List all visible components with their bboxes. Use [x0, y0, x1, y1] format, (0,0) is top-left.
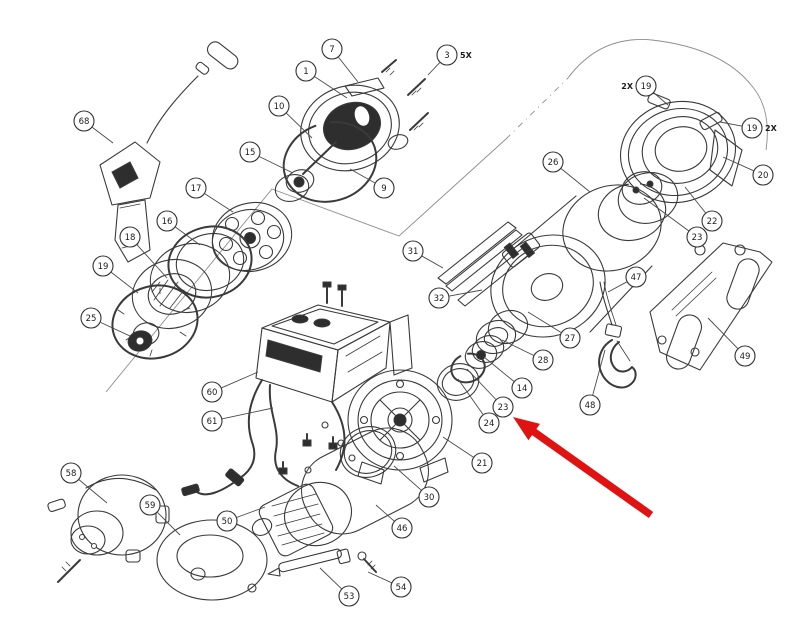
callout-label: 23 [692, 233, 703, 243]
callout-32: 32 [428, 287, 483, 309]
callout-label: 27 [565, 334, 576, 344]
control-pack [255, 281, 413, 403]
callout-22: 22 [684, 186, 723, 232]
callout-label: 50 [222, 517, 233, 527]
callout-49: 49 [707, 317, 756, 367]
callout-59: 59 [139, 494, 181, 536]
callout-20: 20 [722, 156, 774, 186]
callout-54: 54 [367, 571, 412, 598]
motor [251, 426, 429, 557]
callout-7: 7 [321, 38, 359, 83]
callout-quantity: 5X [460, 51, 473, 60]
wiring-harness [181, 379, 356, 497]
roller-fairlead [649, 242, 773, 371]
callout-14: 14 [483, 356, 533, 399]
callout-label: 48 [585, 401, 596, 411]
winch-drum [490, 184, 662, 338]
callout-label: 19 [98, 262, 109, 272]
callout-47: 47 [607, 266, 647, 293]
callout-50: 50 [216, 506, 266, 532]
callout-21: 21 [442, 436, 493, 474]
callout-label: 10 [274, 102, 285, 112]
callout-label: 26 [548, 158, 559, 168]
clutch-housing-assembly [597, 92, 743, 241]
callout-label: 60 [207, 388, 218, 398]
callout-layer: 7 1 3 5X 10 15 9 68 17 16 18 19 25 19 2X 19 2X 20 22 23 26 31… [60, 38, 778, 607]
red-arrow [513, 417, 654, 519]
coiled-cable [156, 519, 268, 601]
callout-19: 19 [92, 255, 139, 294]
callout-quantity: 2X [765, 124, 778, 133]
callout-23: 23 [466, 368, 514, 418]
callout-label: 21 [477, 459, 488, 469]
callout-label: 20 [758, 171, 769, 181]
callout-26: 26 [542, 151, 591, 193]
callout-3: 3 5X [427, 44, 473, 76]
callout-60: 60 [201, 371, 259, 403]
planetary-gear-parts [111, 202, 293, 360]
callout-label: 59 [145, 501, 156, 511]
bearing-cap-assembly [274, 59, 409, 203]
callout-15: 15 [239, 141, 294, 174]
callout-46: 46 [375, 504, 413, 539]
callout-label: 18 [125, 233, 136, 243]
brake-parts [436, 309, 529, 401]
motor-end-housing [47, 474, 170, 583]
callout-label: 28 [538, 356, 549, 366]
callout-25: 25 [80, 307, 131, 337]
callout-label: 46 [397, 524, 408, 534]
callout-label: 14 [517, 384, 528, 394]
gear-end-housing [347, 369, 453, 485]
callout-19: 19 2X [719, 117, 778, 139]
callout-label: 49 [740, 352, 751, 362]
callout-19: 19 2X [621, 75, 669, 106]
callout-24: 24 [457, 378, 500, 434]
callout-28: 28 [501, 339, 554, 371]
callout-label: 16 [162, 217, 173, 227]
rod-and-bolt [267, 548, 377, 577]
callout-label: 68 [79, 117, 90, 127]
screw-set [407, 78, 429, 131]
callout-quantity: 2X [621, 82, 634, 91]
callout-27: 27 [527, 311, 581, 349]
callout-68: 68 [73, 110, 114, 144]
callout-label: 54 [396, 583, 407, 593]
tie-plates [437, 221, 541, 307]
callout-label: 23 [498, 403, 509, 413]
callout-61: 61 [201, 407, 274, 432]
callout-label: 15 [245, 148, 256, 158]
callout-53: 53 [319, 567, 360, 607]
callout-23: 23 [643, 197, 708, 248]
callout-label: 17 [191, 184, 202, 194]
callout-58: 58 [60, 462, 108, 504]
callout-10: 10 [268, 95, 313, 139]
callout-18: 18 [119, 226, 168, 279]
callout-label: 22 [707, 217, 718, 227]
callout-16: 16 [156, 210, 201, 246]
callout-label: 9 [381, 184, 386, 194]
callout-label: 47 [631, 273, 642, 283]
callout-label: 19 [641, 82, 652, 92]
callout-30: 30 [393, 465, 440, 508]
callout-label: 24 [484, 419, 495, 429]
boundary-lines [105, 39, 768, 393]
callout-label: 19 [747, 124, 758, 134]
callout-label: 31 [408, 247, 419, 257]
callout-17: 17 [185, 177, 234, 213]
callout-label: 3 [444, 51, 449, 61]
callout-label: 30 [424, 493, 435, 503]
callout-label: 1 [303, 67, 308, 77]
callout-label: 32 [434, 294, 445, 304]
callout-label: 7 [329, 45, 334, 55]
callout-48: 48 [579, 349, 606, 416]
callout-label: 61 [207, 417, 218, 427]
callout-1: 1 [295, 60, 348, 99]
callout-31: 31 [402, 240, 444, 269]
hook-assembly [598, 281, 637, 389]
callout-label: 25 [86, 314, 97, 324]
callout-label: 58 [66, 469, 77, 479]
callout-label: 53 [344, 592, 355, 602]
callout-9: 9 [349, 168, 395, 199]
